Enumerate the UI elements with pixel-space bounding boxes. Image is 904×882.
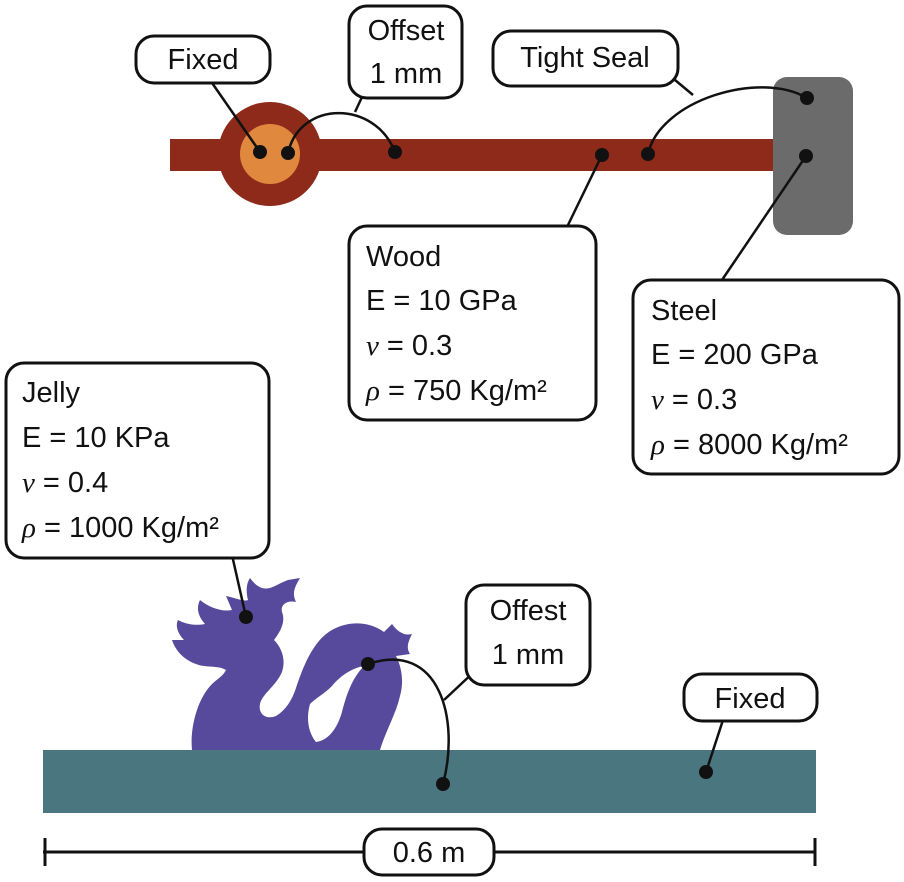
tight-seal-label: Tight Seal xyxy=(520,42,650,74)
wood-youngs-modulus: E = 10 GPa xyxy=(366,285,518,317)
offest-slab-dot xyxy=(436,777,450,791)
jelly-density: ρ = 1000 Kg/m² xyxy=(21,512,219,544)
wood-rod-dot xyxy=(595,148,609,162)
seal-steel-dot xyxy=(800,91,814,105)
offset-label-line2: 1 mm xyxy=(370,58,443,90)
wood-material-box: Wood E = 10 GPa ν = 0.3 ρ = 750 Kg/m² xyxy=(347,224,598,422)
wood-name: Wood xyxy=(366,241,441,273)
dimension-line: 0.6 m xyxy=(43,827,817,877)
jelly-dot xyxy=(239,610,253,624)
fixed-callout-bottom: Fixed xyxy=(682,672,819,723)
fixed-pin-dot xyxy=(253,145,267,159)
steel-block-dot xyxy=(799,149,813,163)
wood-poisson: ν = 0.3 xyxy=(366,330,452,362)
jelly-poisson: ν = 0.4 xyxy=(22,467,108,499)
jelly-leader xyxy=(230,554,248,618)
steel-name: Steel xyxy=(651,295,717,327)
offest-callout: Offest 1 mm xyxy=(464,583,592,687)
tight-seal-leader-stub xyxy=(674,79,694,96)
offset-pin-dot xyxy=(281,146,295,160)
pivot-inner-disk xyxy=(240,124,300,184)
top-assembly: Fixed Offset 1 mm Tight Seal Wood E = 10… xyxy=(134,4,901,476)
jelly-name: Jelly xyxy=(22,377,81,409)
fixed-bottom-leader xyxy=(704,719,725,773)
offset-rod-dot xyxy=(388,145,402,159)
jelly-youngs-modulus: E = 10 KPa xyxy=(22,422,170,454)
fixed-slab-dot xyxy=(699,765,713,779)
tight-seal-callout: Tight Seal xyxy=(491,29,680,88)
dimension-label: 0.6 m xyxy=(393,837,466,869)
bottom-assembly: Jelly E = 10 KPa ν = 0.4 ρ = 1000 Kg/m² … xyxy=(4,361,819,877)
offset-leader-arc xyxy=(286,111,397,154)
seal-rod-dot xyxy=(641,147,655,161)
steel-material-box: Steel E = 200 GPa ν = 0.3 ρ = 8000 Kg/m² xyxy=(631,278,901,476)
fixed-leader xyxy=(208,79,262,153)
jelly-dragon xyxy=(172,578,412,750)
wood-leader xyxy=(566,154,604,226)
wood-density: ρ = 750 Kg/m² xyxy=(365,375,547,407)
offset-label-line1: Offset xyxy=(368,15,445,47)
ground-slab xyxy=(43,750,816,813)
steel-leader xyxy=(720,155,808,281)
jelly-material-box: Jelly E = 10 KPa ν = 0.4 ρ = 1000 Kg/m² xyxy=(4,361,271,560)
steel-poisson: ν = 0.3 xyxy=(651,384,737,416)
offest-leader-arc xyxy=(367,658,450,785)
tight-seal-leader xyxy=(646,86,808,155)
offest-label-line2: 1 mm xyxy=(492,639,565,671)
fixed-label-bottom: Fixed xyxy=(715,683,786,715)
fixed-callout-top: Fixed xyxy=(134,34,272,85)
fixed-label-top: Fixed xyxy=(168,44,239,76)
offest-dragon-dot xyxy=(361,657,375,671)
offest-label-line1: Offest xyxy=(490,595,567,627)
steel-density: ρ = 8000 Kg/m² xyxy=(650,429,848,461)
steel-youngs-modulus: E = 200 GPa xyxy=(651,339,819,371)
offset-callout: Offset 1 mm xyxy=(347,4,464,100)
